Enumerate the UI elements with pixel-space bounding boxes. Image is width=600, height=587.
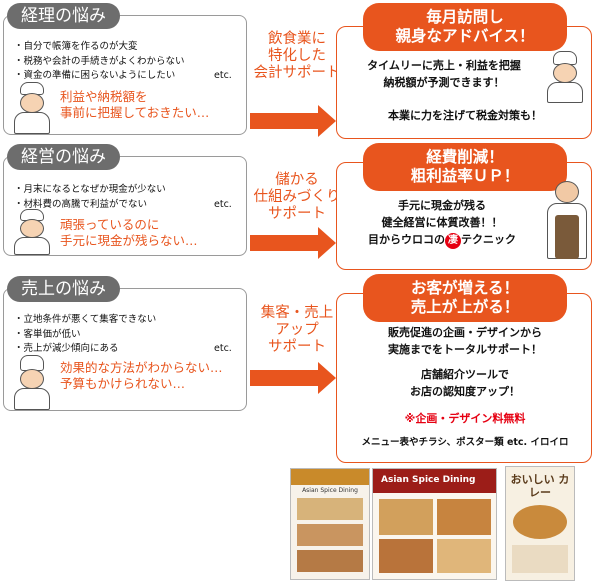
- solution-title: お客が増える！ 売上が上がる！: [363, 274, 567, 322]
- worry-text: 利益や納税額を 事前に把握しておきたい…: [60, 89, 210, 120]
- service-label: 集客・売上 アップ サポート: [260, 305, 334, 355]
- solution-extra: 目からウロコの凄テクニック: [337, 231, 547, 249]
- chef-icon: [10, 209, 54, 255]
- flyer-image: おいしい カレー: [505, 466, 575, 581]
- flyer-image: Asian Spice Dining: [290, 468, 370, 580]
- problem-box-accounting: 経理の悩み ・自分で帳簿を作るのが大変 ・税務や会計の手続きがよくわからない ・…: [3, 3, 247, 135]
- etc-label: etc.: [214, 343, 232, 354]
- chef-icon: [10, 355, 54, 410]
- solution-box-sales: お客が増える！ 売上が上がる！ 販売促進の企画・デザインから 実施までをトータル…: [336, 274, 592, 463]
- solution-box-accounting: 毎月訪問し 親身なアドバイス！ タイムリーに売上・利益を把握 納税額が予測できま…: [336, 3, 592, 139]
- solution-title: 毎月訪問し 親身なアドバイス！: [363, 3, 567, 51]
- bullet-item: ・税務や会計の手続きがよくわからない: [14, 55, 185, 67]
- solution-title: 経費削減！ 粗利益率ＵＰ！: [363, 143, 567, 191]
- chef-icon: [10, 82, 54, 134]
- solution-box-management: 経費削減！ 粗利益率ＵＰ！ 手元に現金が残る 健全経営に体質改善！！ 目からウロ…: [336, 143, 592, 270]
- worry-text: 頑張っているのに 手元に現金が残らない…: [60, 217, 198, 248]
- solution-text-2: 店舗紹介ツールで お店の認知度アップ！: [410, 368, 520, 398]
- problem-bullets: ・自分で帳簿を作るのが大変 ・税務や会計の手続きがよくわからない ・資金の準備に…: [14, 40, 232, 84]
- problem-title: 経理の悩み: [7, 3, 120, 29]
- service-label: 儲かる 仕組みづくり サポート: [253, 172, 341, 222]
- flyer-title: おいしい カレー: [510, 473, 570, 499]
- bullet-item: ・客単価が低い: [14, 328, 81, 340]
- chef-icon: [545, 181, 589, 261]
- arrow-icon: [250, 105, 336, 137]
- examples-text: メニュー表やチラシ、ポスター類 etc. イロイロ: [361, 437, 569, 448]
- flyer-title: Asian Spice Dining: [381, 475, 476, 485]
- worry-text: 効果的な方法がわからない… 予算もかけられない…: [60, 360, 223, 391]
- solution-text: 販売促進の企画・デザインから 実施までをトータルサポート！: [388, 326, 542, 356]
- solution-extra: 本業に力を注げて税金対策も！: [388, 109, 542, 122]
- flyer-image: Asian Spice Dining: [372, 468, 497, 580]
- bullet-item: ・立地条件が悪くて集客できない: [14, 314, 157, 325]
- problem-title: 経営の悩み: [7, 144, 120, 170]
- bullet-item: ・自分で帳簿を作るのが大変: [14, 41, 138, 52]
- etc-label: etc.: [214, 70, 232, 81]
- circle-badge: 凄: [445, 233, 461, 249]
- flyer-title: Asian Spice Dining: [302, 487, 358, 494]
- etc-label: etc.: [214, 198, 232, 210]
- chef-icon: [543, 51, 587, 103]
- problem-box-sales: 売上の悩み ・立地条件が悪くて集客できない ・客単価が低い ・売上が減少傾向にあ…: [3, 276, 247, 411]
- bullet-item: ・月末になるとなぜか現金が少ない: [14, 184, 166, 195]
- free-note: ※企画・デザイン料無料: [404, 412, 526, 425]
- arrow-icon: [250, 227, 336, 259]
- arrow-icon: [250, 362, 336, 394]
- solution-text: タイムリーに売上・利益を把握 納税額が予測できます！: [367, 59, 521, 89]
- problem-title: 売上の悩み: [7, 276, 120, 302]
- solution-text: 手元に現金が残る 健全経営に体質改善！！ 目からウロコの凄テクニック: [337, 197, 547, 249]
- service-label: 飲食業に 特化した 会計サポート: [253, 31, 341, 81]
